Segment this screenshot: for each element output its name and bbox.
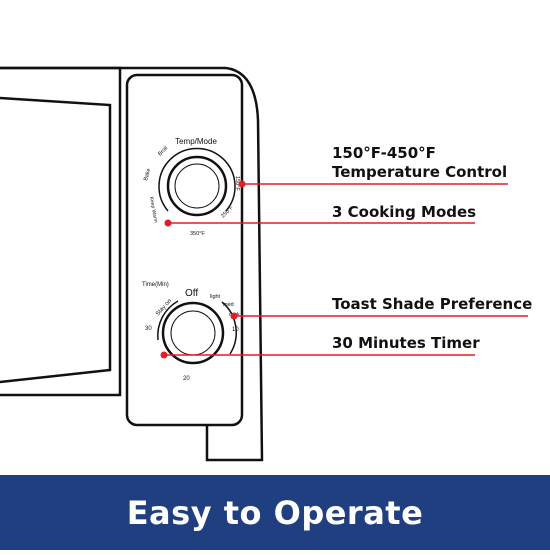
timer-knob-title: Time(Min)	[142, 282, 169, 288]
timer-leader-dot	[160, 351, 168, 359]
cooking-modes-text: 3 Cooking Modes	[332, 203, 477, 221]
timer-knob[interactable]	[161, 301, 225, 365]
timer-knob-scale-arc	[157, 300, 237, 355]
oven-door-window	[0, 96, 112, 384]
temp-mode-knob-group: Temp/Mode Broil Bake Keep Warm 150°F 250…	[143, 137, 240, 237]
temp-knob-scale-arc	[158, 147, 236, 212]
timer-off-label: Off	[185, 288, 198, 299]
temp-knob-inner-ring	[174, 163, 220, 209]
mode-bake-label: Bake	[143, 168, 152, 182]
timer-med-label: med	[223, 302, 234, 308]
timer-20-label: 20	[183, 376, 190, 382]
mode-keep-warm-label: Keep Warm	[148, 196, 158, 223]
oven-body	[0, 66, 264, 462]
temp-250-label: 250°F	[220, 204, 235, 219]
oven-door-frame	[0, 66, 122, 397]
control-panel	[125, 73, 244, 427]
mode-broil-label: Broil	[157, 145, 169, 157]
temperature-range-text: 150°F-450°F	[332, 144, 436, 162]
temp-knob[interactable]	[166, 155, 228, 217]
timer-text: 30 Minutes Timer	[332, 334, 480, 352]
temp-150-label: 150°F	[234, 176, 240, 191]
banner-title: Easy to Operate	[126, 493, 424, 532]
bottom-banner: Easy to Operate	[0, 475, 550, 550]
temp-knob-title: Temp/Mode	[175, 137, 217, 146]
timer-knob-group: Time(Min) Off Stay on light med dark 10 …	[142, 282, 240, 382]
modes-leader-dot	[164, 219, 172, 227]
timer-light-label: light	[210, 294, 221, 300]
callout-leaders	[160, 180, 528, 359]
temp-350-label: 350°F	[190, 231, 205, 237]
shade-leader-dot	[230, 312, 238, 320]
timer-10-label: 10	[232, 327, 239, 333]
toast-shade-text: Toast Shade Preference	[332, 295, 533, 313]
oven-right-shell	[205, 66, 264, 462]
temperature-control-text: Temperature Control	[332, 163, 508, 181]
temperature-leader-dot	[238, 180, 246, 188]
timer-30-label: 30	[145, 326, 152, 332]
